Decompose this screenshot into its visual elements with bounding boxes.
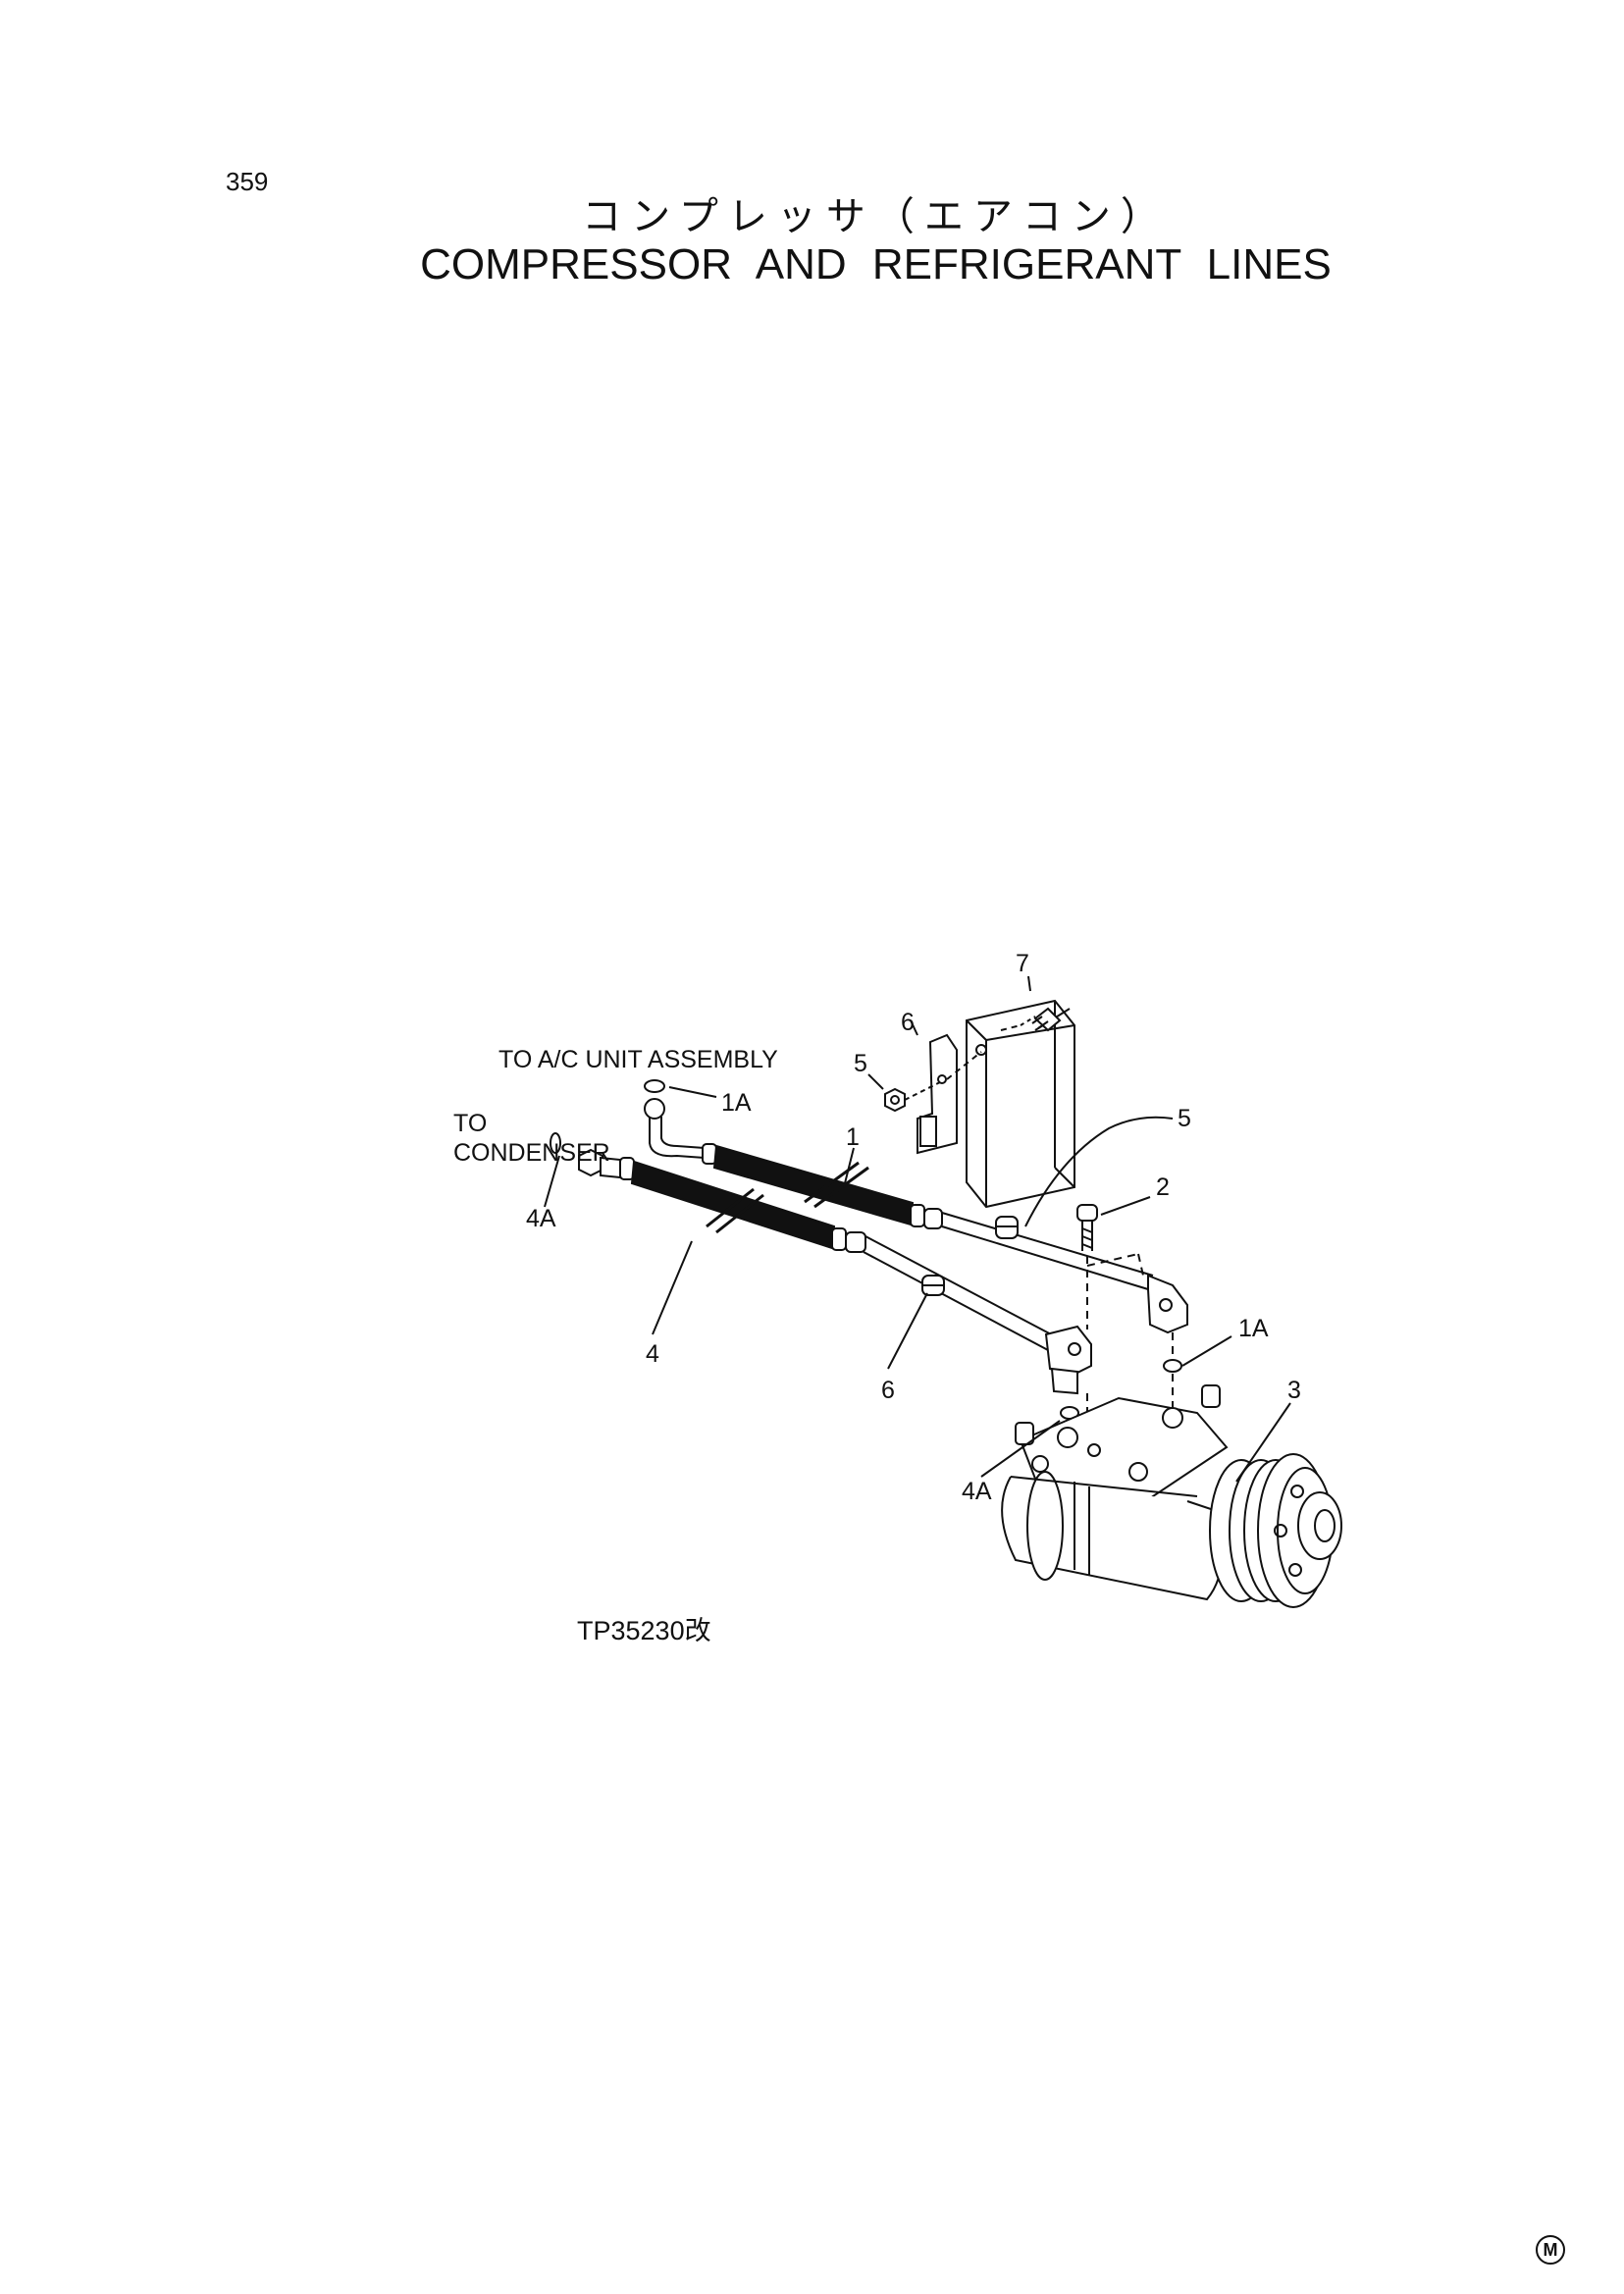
clip-6-top <box>917 1033 982 1155</box>
note-to: TO <box>453 1110 487 1137</box>
hose-4 <box>578 1148 1092 1395</box>
page-number: 359 <box>226 167 269 196</box>
nut-5-right <box>995 1216 1019 1239</box>
bracket-plate <box>966 999 1075 1209</box>
compressor-3 <box>1001 1384 1342 1608</box>
alignment-lines <box>1086 1253 1174 1442</box>
page-title: COMPRESSOR AND REFRIGERANT LINES <box>420 240 1332 288</box>
o-ring-1a-right <box>1163 1359 1182 1373</box>
bolt-7 <box>1000 1007 1071 1032</box>
clip-6-bottom <box>921 1275 945 1296</box>
note-condenser: CONDENSER <box>453 1139 610 1167</box>
callout-7: 7 <box>1016 950 1029 977</box>
callout-4: 4 <box>646 1340 659 1368</box>
page-title-japanese: コンプレッサ（エアコン） <box>582 194 1170 239</box>
callout-5-right: 5 <box>1178 1105 1191 1132</box>
callout-1: 1 <box>846 1123 860 1151</box>
m-mark: M <box>1536 2235 1565 2265</box>
note-to-ac-unit: TO A/C UNIT ASSEMBLY <box>498 1046 778 1073</box>
callout-6-bottom: 6 <box>881 1377 895 1404</box>
o-ring-4a-left <box>550 1132 561 1154</box>
callout-4a-left: 4A <box>526 1205 556 1232</box>
callout-1a-right: 1A <box>1238 1315 1269 1342</box>
callout-3: 3 <box>1287 1377 1301 1404</box>
reference-code: TP35230改 <box>577 1616 711 1645</box>
leader-lines <box>544 975 1291 1483</box>
callout-6-top: 6 <box>901 1009 915 1036</box>
bolt-2 <box>1076 1204 1098 1251</box>
nut-5-left <box>884 1081 941 1113</box>
callout-2: 2 <box>1156 1173 1170 1201</box>
o-ring-1a-top <box>644 1079 665 1093</box>
callout-4a-bottom: 4A <box>962 1478 992 1505</box>
callout-1a-top: 1A <box>721 1089 752 1117</box>
callout-5-left: 5 <box>854 1050 867 1077</box>
hose-1 <box>644 1098 1188 1334</box>
